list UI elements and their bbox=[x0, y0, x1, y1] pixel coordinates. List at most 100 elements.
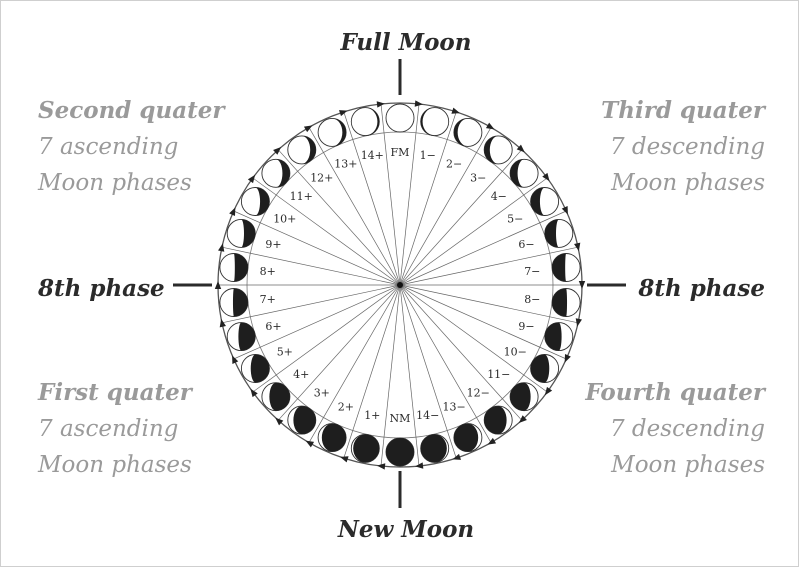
spoke-line bbox=[344, 112, 400, 285]
phase-label: 4+ bbox=[293, 368, 309, 381]
moon-icon bbox=[545, 323, 573, 351]
moon-icon bbox=[421, 434, 449, 462]
moon-icon bbox=[552, 289, 580, 317]
orbit-arrowhead bbox=[304, 438, 314, 448]
phase-label: 11+ bbox=[290, 190, 313, 203]
phase-label: 3+ bbox=[314, 387, 330, 400]
phase-label: NM bbox=[390, 412, 411, 425]
moon-icon bbox=[421, 108, 449, 136]
second-quarter-title: Second quater bbox=[38, 97, 226, 124]
center-point bbox=[397, 282, 403, 288]
spoke-line bbox=[400, 127, 491, 285]
moon-icon bbox=[531, 355, 559, 383]
orbit-arrowhead bbox=[339, 108, 349, 117]
phase-label: 7− bbox=[524, 265, 540, 278]
orbit-arrowhead bbox=[218, 243, 226, 252]
second-quarter-line1: 7 ascending bbox=[38, 134, 178, 160]
moon-shadow bbox=[386, 438, 414, 466]
moon-icon bbox=[288, 406, 316, 434]
moon-icon bbox=[220, 254, 248, 282]
spoke-line bbox=[400, 285, 491, 443]
spoke-line bbox=[400, 285, 456, 458]
fourth-quarter-line1: 7 descending bbox=[610, 416, 765, 442]
moon-shadow bbox=[234, 254, 248, 282]
moon-icon bbox=[262, 159, 290, 187]
moon-shadow bbox=[552, 254, 566, 282]
moon-icon bbox=[227, 219, 255, 247]
spoke-line bbox=[222, 285, 400, 323]
spoke-line bbox=[344, 285, 400, 458]
orbit-arrowhead bbox=[574, 318, 582, 327]
moon-shadow bbox=[233, 289, 248, 317]
phase-label: 6− bbox=[518, 238, 534, 251]
moon-icon bbox=[351, 434, 379, 462]
moon-icon bbox=[545, 219, 573, 247]
phase-label: 10+ bbox=[273, 213, 296, 226]
first-quarter-title: First quater bbox=[37, 379, 194, 406]
phase-label: 12− bbox=[467, 387, 490, 400]
moon-icon bbox=[510, 383, 538, 411]
phase-label: 3− bbox=[470, 171, 486, 184]
full-moon-title: Full Moon bbox=[340, 29, 472, 56]
phase-label: FM bbox=[391, 146, 410, 159]
phase-label: 2− bbox=[446, 158, 462, 171]
moon-icon bbox=[220, 289, 248, 317]
moon-icon bbox=[454, 424, 482, 452]
phase-label: 12+ bbox=[310, 171, 333, 184]
phase-label: 11− bbox=[487, 368, 510, 381]
moon-icon bbox=[484, 136, 512, 164]
spoke-line bbox=[222, 247, 400, 285]
second-quarter-line2: Moon phases bbox=[37, 170, 192, 196]
phase-label: 5− bbox=[507, 213, 523, 226]
orbit-arrowhead bbox=[304, 123, 314, 133]
orbit-arrowhead bbox=[486, 438, 496, 448]
phase-label: 10− bbox=[504, 346, 527, 359]
spoke-line bbox=[400, 247, 578, 285]
new-moon-title: New Moon bbox=[337, 516, 474, 543]
first-quarter-line1: 7 ascending bbox=[38, 416, 178, 442]
phase-label: 9− bbox=[518, 320, 534, 333]
phase-label: 7+ bbox=[260, 293, 276, 306]
moon-icon bbox=[454, 118, 482, 146]
spoke-line bbox=[309, 285, 400, 443]
orbit-arrowhead bbox=[451, 454, 461, 463]
left-eighth-phase-label: 8th phase bbox=[37, 275, 165, 302]
phase-label: 6+ bbox=[265, 320, 281, 333]
moon-shadow bbox=[552, 289, 567, 317]
spoke-line bbox=[400, 211, 566, 285]
moon-icon bbox=[318, 424, 346, 452]
moon-icon bbox=[241, 355, 269, 383]
moon-icon bbox=[386, 104, 414, 132]
phase-label: 8+ bbox=[260, 265, 276, 278]
orbit-arrowhead bbox=[229, 206, 238, 216]
orbit-arrowhead bbox=[562, 206, 571, 216]
orbit-arrowhead bbox=[486, 123, 496, 133]
phase-label: 2+ bbox=[338, 401, 354, 414]
orbit-arrowhead bbox=[451, 108, 461, 117]
phase-label: 5+ bbox=[277, 346, 293, 359]
moon-shadow bbox=[269, 383, 290, 411]
first-quarter-line2: Moon phases bbox=[37, 452, 192, 478]
moon-shadow bbox=[510, 383, 531, 411]
orbit-arrowhead bbox=[218, 318, 226, 327]
fourth-quarter-line2: Moon phases bbox=[610, 452, 765, 478]
orbit-arrowhead bbox=[339, 454, 349, 463]
phase-label: 14− bbox=[416, 409, 439, 422]
moon-icon bbox=[351, 108, 379, 136]
moon-icon bbox=[510, 159, 538, 187]
phase-label: 1+ bbox=[364, 409, 380, 422]
third-quarter-title: Third quater bbox=[601, 97, 767, 124]
moon-shadow bbox=[531, 355, 550, 383]
phase-label: 14+ bbox=[361, 149, 384, 162]
phase-label: 8− bbox=[524, 293, 540, 306]
fourth-quarter-title: Fourth quater bbox=[584, 379, 767, 406]
orbit-arrowhead bbox=[574, 243, 582, 252]
orbit-arrowhead bbox=[562, 354, 571, 364]
moon-shadow bbox=[251, 355, 270, 383]
spoke-line bbox=[400, 285, 578, 323]
moon-icon bbox=[318, 118, 346, 146]
spoke-line bbox=[400, 285, 566, 359]
spoke-line bbox=[400, 112, 456, 285]
moon-icon bbox=[288, 136, 316, 164]
spoke-line bbox=[309, 127, 400, 285]
